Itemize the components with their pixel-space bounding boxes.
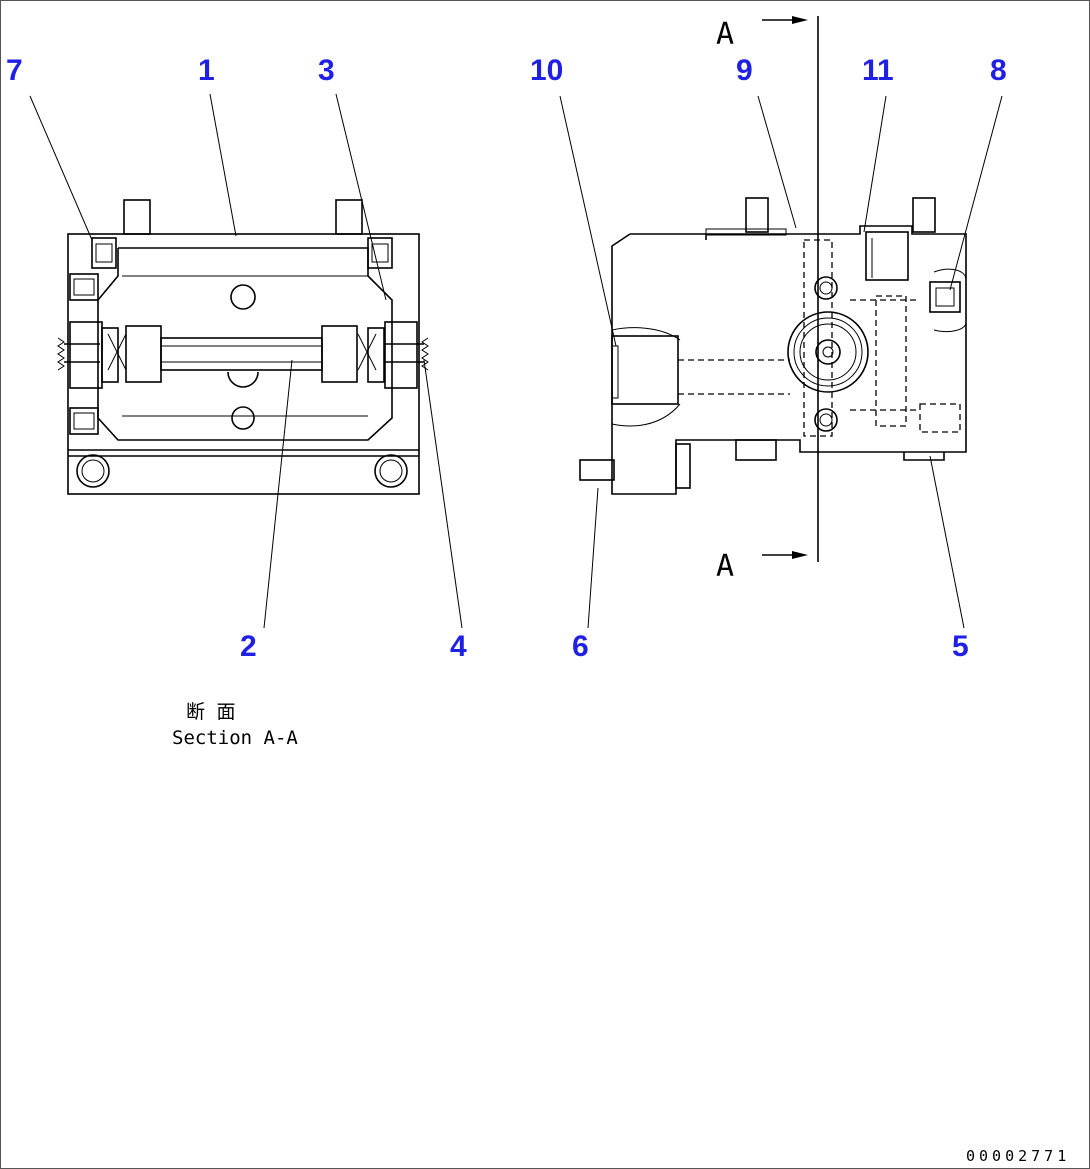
callout-3: 3	[318, 54, 335, 87]
stud-left	[123, 199, 151, 235]
side-view	[579, 16, 967, 562]
leader-lines	[29, 93, 1003, 629]
section-view	[57, 199, 429, 495]
spool-end-right	[321, 325, 358, 383]
spool-end-left	[125, 325, 162, 383]
callout-7: 7	[6, 54, 23, 87]
callout-6: 6	[572, 630, 589, 663]
callout-5: 5	[952, 630, 969, 663]
document-id: 00002771	[966, 1147, 1070, 1165]
callout-9: 9	[736, 54, 753, 87]
callout-1: 1	[198, 54, 215, 87]
callout-8: 8	[990, 54, 1007, 87]
callout-4: 4	[450, 630, 467, 663]
caption-en: Section A-A	[172, 727, 298, 749]
spool	[160, 337, 323, 371]
callout-11: 11	[862, 54, 894, 87]
section-mark-top: A	[716, 17, 734, 52]
caption-jp: 断 面	[186, 701, 235, 723]
section-mark-bottom: A	[716, 549, 734, 584]
callout-10: 10	[530, 54, 563, 87]
valve-body	[67, 233, 420, 495]
stud-right	[335, 199, 363, 235]
callout-2: 2	[240, 630, 257, 663]
